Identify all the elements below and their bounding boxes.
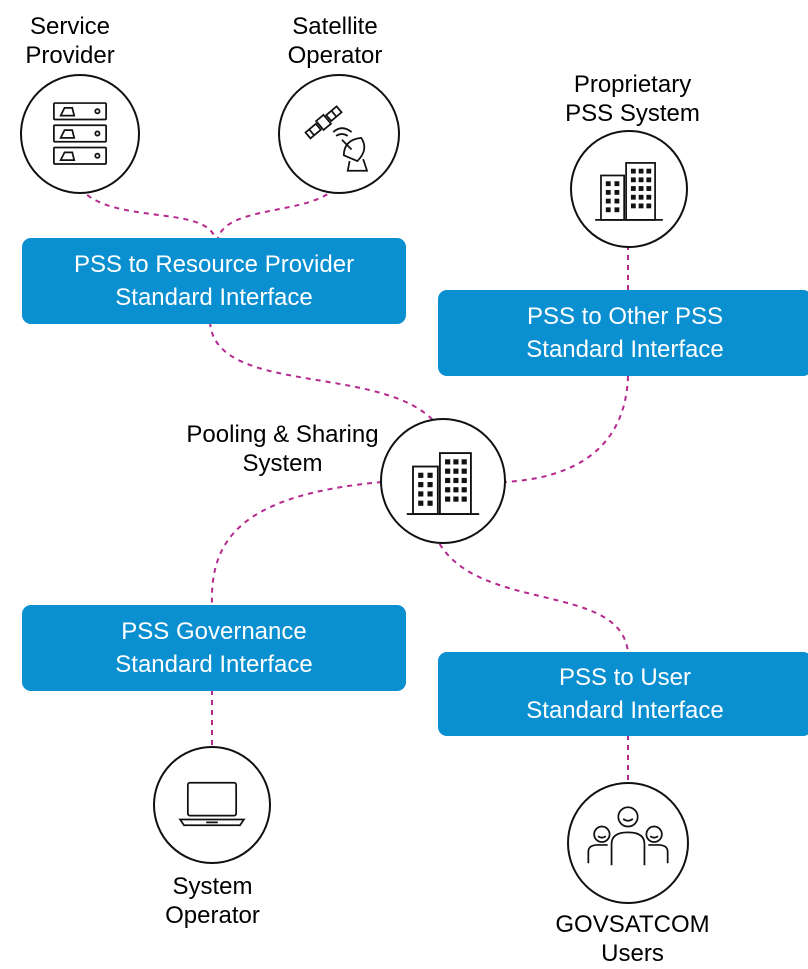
interface-line-2: Standard Interface (115, 651, 313, 678)
pooling-sharing-node (380, 418, 506, 544)
satellite-operator-node (278, 74, 400, 194)
office-buildings-icon (406, 452, 480, 516)
interface-line-2: Standard Interface (526, 336, 724, 363)
connector-satellite-operator (217, 187, 336, 239)
govsatcom-users-label: GOVSATCOM Users (555, 911, 710, 967)
connector-service-provider (79, 187, 216, 239)
pooling-sharing-label: Pooling & Sharing System (186, 421, 379, 477)
connector-resource-to-pss (209, 321, 443, 433)
pss-user-interface: PSS to User Standard Interface (438, 652, 808, 736)
connector-pss-to-user (434, 534, 629, 653)
server-rack-icon (53, 102, 107, 165)
user-group-icon (587, 806, 669, 866)
connector-other-pss-to-pss (503, 375, 629, 483)
proprietary-pss-label: Proprietary PSS System (565, 71, 700, 127)
interface-line-2: Standard Interface (526, 697, 724, 724)
service-provider-node (20, 74, 140, 194)
connector-pss-to-governance (210, 481, 383, 606)
satellite-dish-icon (304, 105, 369, 172)
system-operator-label: System Operator (165, 873, 260, 929)
interface-line-1: PSS to User (558, 664, 692, 691)
system-operator-node (153, 746, 271, 864)
laptop-icon (178, 781, 246, 827)
interface-line-1: PSS to Resource Provider (73, 251, 355, 278)
satellite-operator-label: Satellite Operator (287, 13, 383, 69)
pss-governance-interface: PSS Governance Standard Interface (22, 605, 406, 691)
proprietary-pss-node (570, 130, 688, 248)
pss-other-pss-interface: PSS to Other PSS Standard Interface (438, 290, 808, 376)
interface-line-2: Standard Interface (115, 284, 313, 311)
interface-line-1: PSS to Other PSS (526, 303, 724, 330)
office-buildings-icon (595, 162, 663, 221)
govsatcom-users-node (567, 782, 689, 904)
service-provider-label: Service Provider (25, 13, 115, 69)
interface-line-1: PSS Governance (121, 618, 307, 645)
pss-resource-provider-interface: PSS to Resource Provider Standard Interf… (22, 238, 406, 324)
